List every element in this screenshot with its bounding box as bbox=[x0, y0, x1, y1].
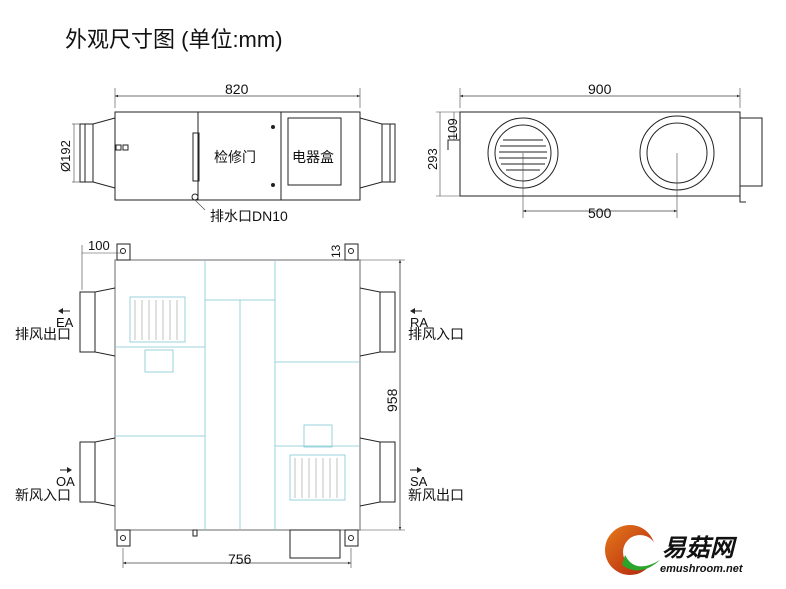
port-ra: RA 排风入口 bbox=[408, 308, 464, 342]
svg-text:排风入口: 排风入口 bbox=[408, 326, 464, 342]
svg-text:OA: OA bbox=[56, 474, 75, 489]
svg-text:emushroom.net: emushroom.net bbox=[660, 563, 744, 575]
plan-dim-100: 100 bbox=[88, 238, 110, 253]
port-oa: OA 新风入口 bbox=[15, 467, 75, 503]
label-drain: 排水口DN10 bbox=[210, 208, 288, 224]
port-ea: EA 排风出口 bbox=[15, 308, 74, 342]
svg-text:新风出口: 新风出口 bbox=[408, 487, 464, 503]
side-view: 900 500 109 293 bbox=[425, 81, 763, 221]
side-dim-109: 109 bbox=[445, 118, 460, 140]
plan-dim-756: 756 bbox=[228, 551, 252, 567]
svg-text:RA: RA bbox=[410, 315, 428, 330]
svg-text:SA: SA bbox=[410, 474, 428, 489]
side-dim-500: 500 bbox=[588, 205, 612, 221]
emushroom-logo: 易菇网 emushroom.net bbox=[605, 525, 744, 575]
plan-view: 100 13 958 756 EA 排风出口 OA 新风入口 RA 排风入口 S… bbox=[15, 238, 464, 568]
page-title: 外观尺寸图 (单位:mm) bbox=[65, 27, 283, 52]
plan-dim-13: 13 bbox=[329, 244, 343, 258]
svg-text:排风出口: 排风出口 bbox=[15, 326, 71, 342]
svg-text:易菇网: 易菇网 bbox=[662, 535, 738, 562]
side-dim-293: 293 bbox=[425, 148, 440, 170]
front-view: 820 Ø192 检修门 电器盒 排水口DN10 bbox=[58, 81, 396, 224]
port-sa: SA 新风出口 bbox=[408, 467, 464, 503]
front-dim-width: 820 bbox=[225, 81, 249, 97]
side-dim-width: 900 bbox=[588, 81, 612, 97]
svg-text:新风入口: 新风入口 bbox=[15, 487, 71, 503]
label-access-door: 检修门 bbox=[214, 149, 256, 165]
label-electrical-box: 电器盒 bbox=[292, 149, 334, 165]
svg-text:EA: EA bbox=[56, 315, 74, 330]
front-dim-duct: Ø192 bbox=[58, 140, 73, 172]
plan-dim-958: 958 bbox=[384, 388, 400, 412]
